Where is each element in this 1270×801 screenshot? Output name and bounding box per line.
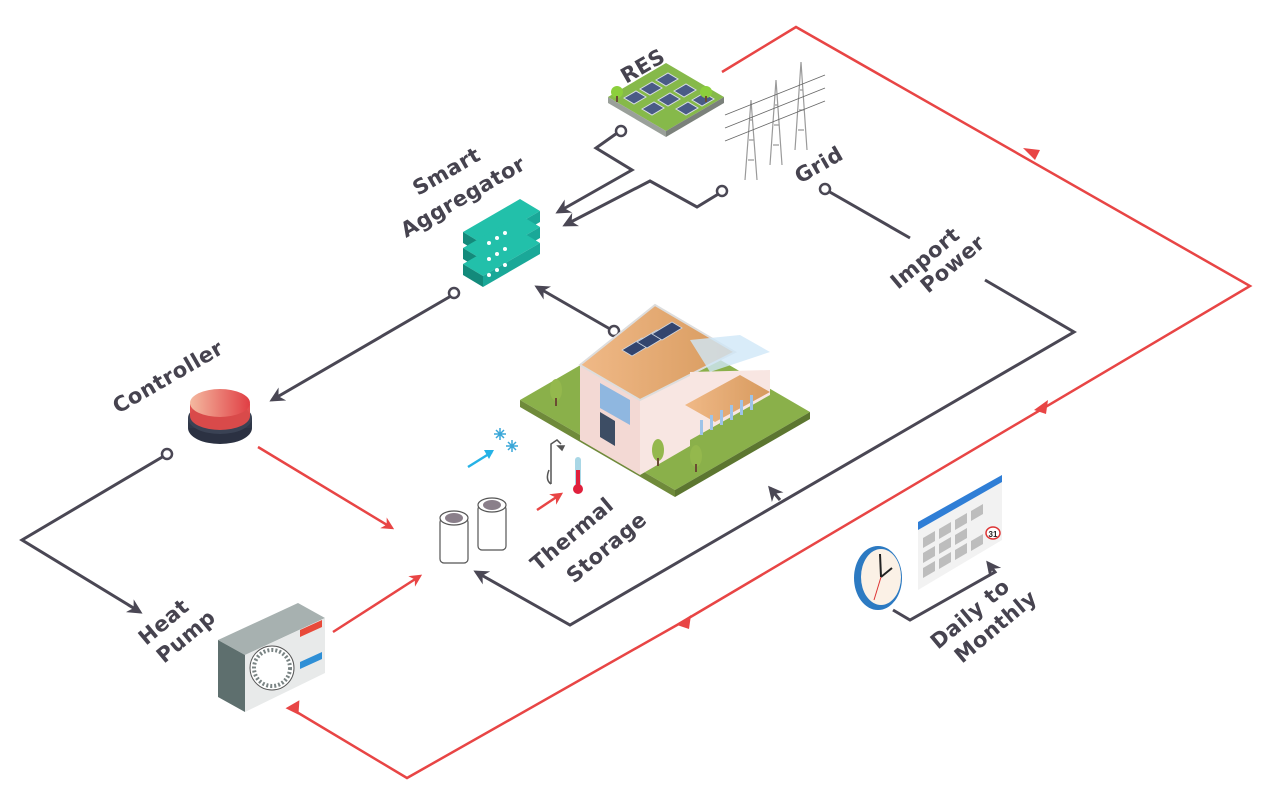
res-node [614,124,628,138]
calendar-day: 31 [989,530,998,539]
res-to-aggregator-connector [555,129,635,214]
heat-arrow [536,492,564,512]
snowflake-icon [494,428,518,452]
server-stack-icon [463,199,540,287]
solar-farm-icon [608,63,724,137]
red-arrowhead [1034,400,1048,414]
house-to-aggregator-connector [534,285,611,331]
heatpump-to-storage-arrow [332,574,423,634]
calendar-icon [918,475,1002,590]
grid-import-node [818,182,832,196]
grid-label: Grid [791,142,848,189]
house-icon [520,303,810,497]
red-flow-loop [285,25,1253,780]
water-tank-icon [439,497,507,564]
clock-to-calendar-connector [892,560,1002,622]
import-to-storage-connector [473,278,1077,627]
cool-arrowhead [484,450,494,459]
grid-node [715,184,729,198]
grid-import-connector [827,189,911,240]
house-node [607,324,621,338]
controller-to-heatpump-connector [19,454,165,614]
controller-to-storage-arrow [257,445,395,530]
controller-node [160,447,174,461]
grid-to-aggregator-connector [562,179,721,227]
aggregator-to-controller-connector [269,294,452,402]
thermometer-icon [573,457,583,494]
clock-icon [854,546,902,610]
red-arrowhead [285,700,300,715]
data-connectors [19,124,1077,627]
red-arrowhead [677,615,691,629]
red-loop-line [289,25,1253,780]
power-tower-icon [724,61,826,181]
red-arrowhead [1023,148,1040,160]
aggregator-node [447,286,461,300]
shower-icon [546,439,566,485]
controller-button-icon [188,389,252,444]
import-to-house-arrow [768,485,784,503]
heat-pump-icon [218,603,325,712]
